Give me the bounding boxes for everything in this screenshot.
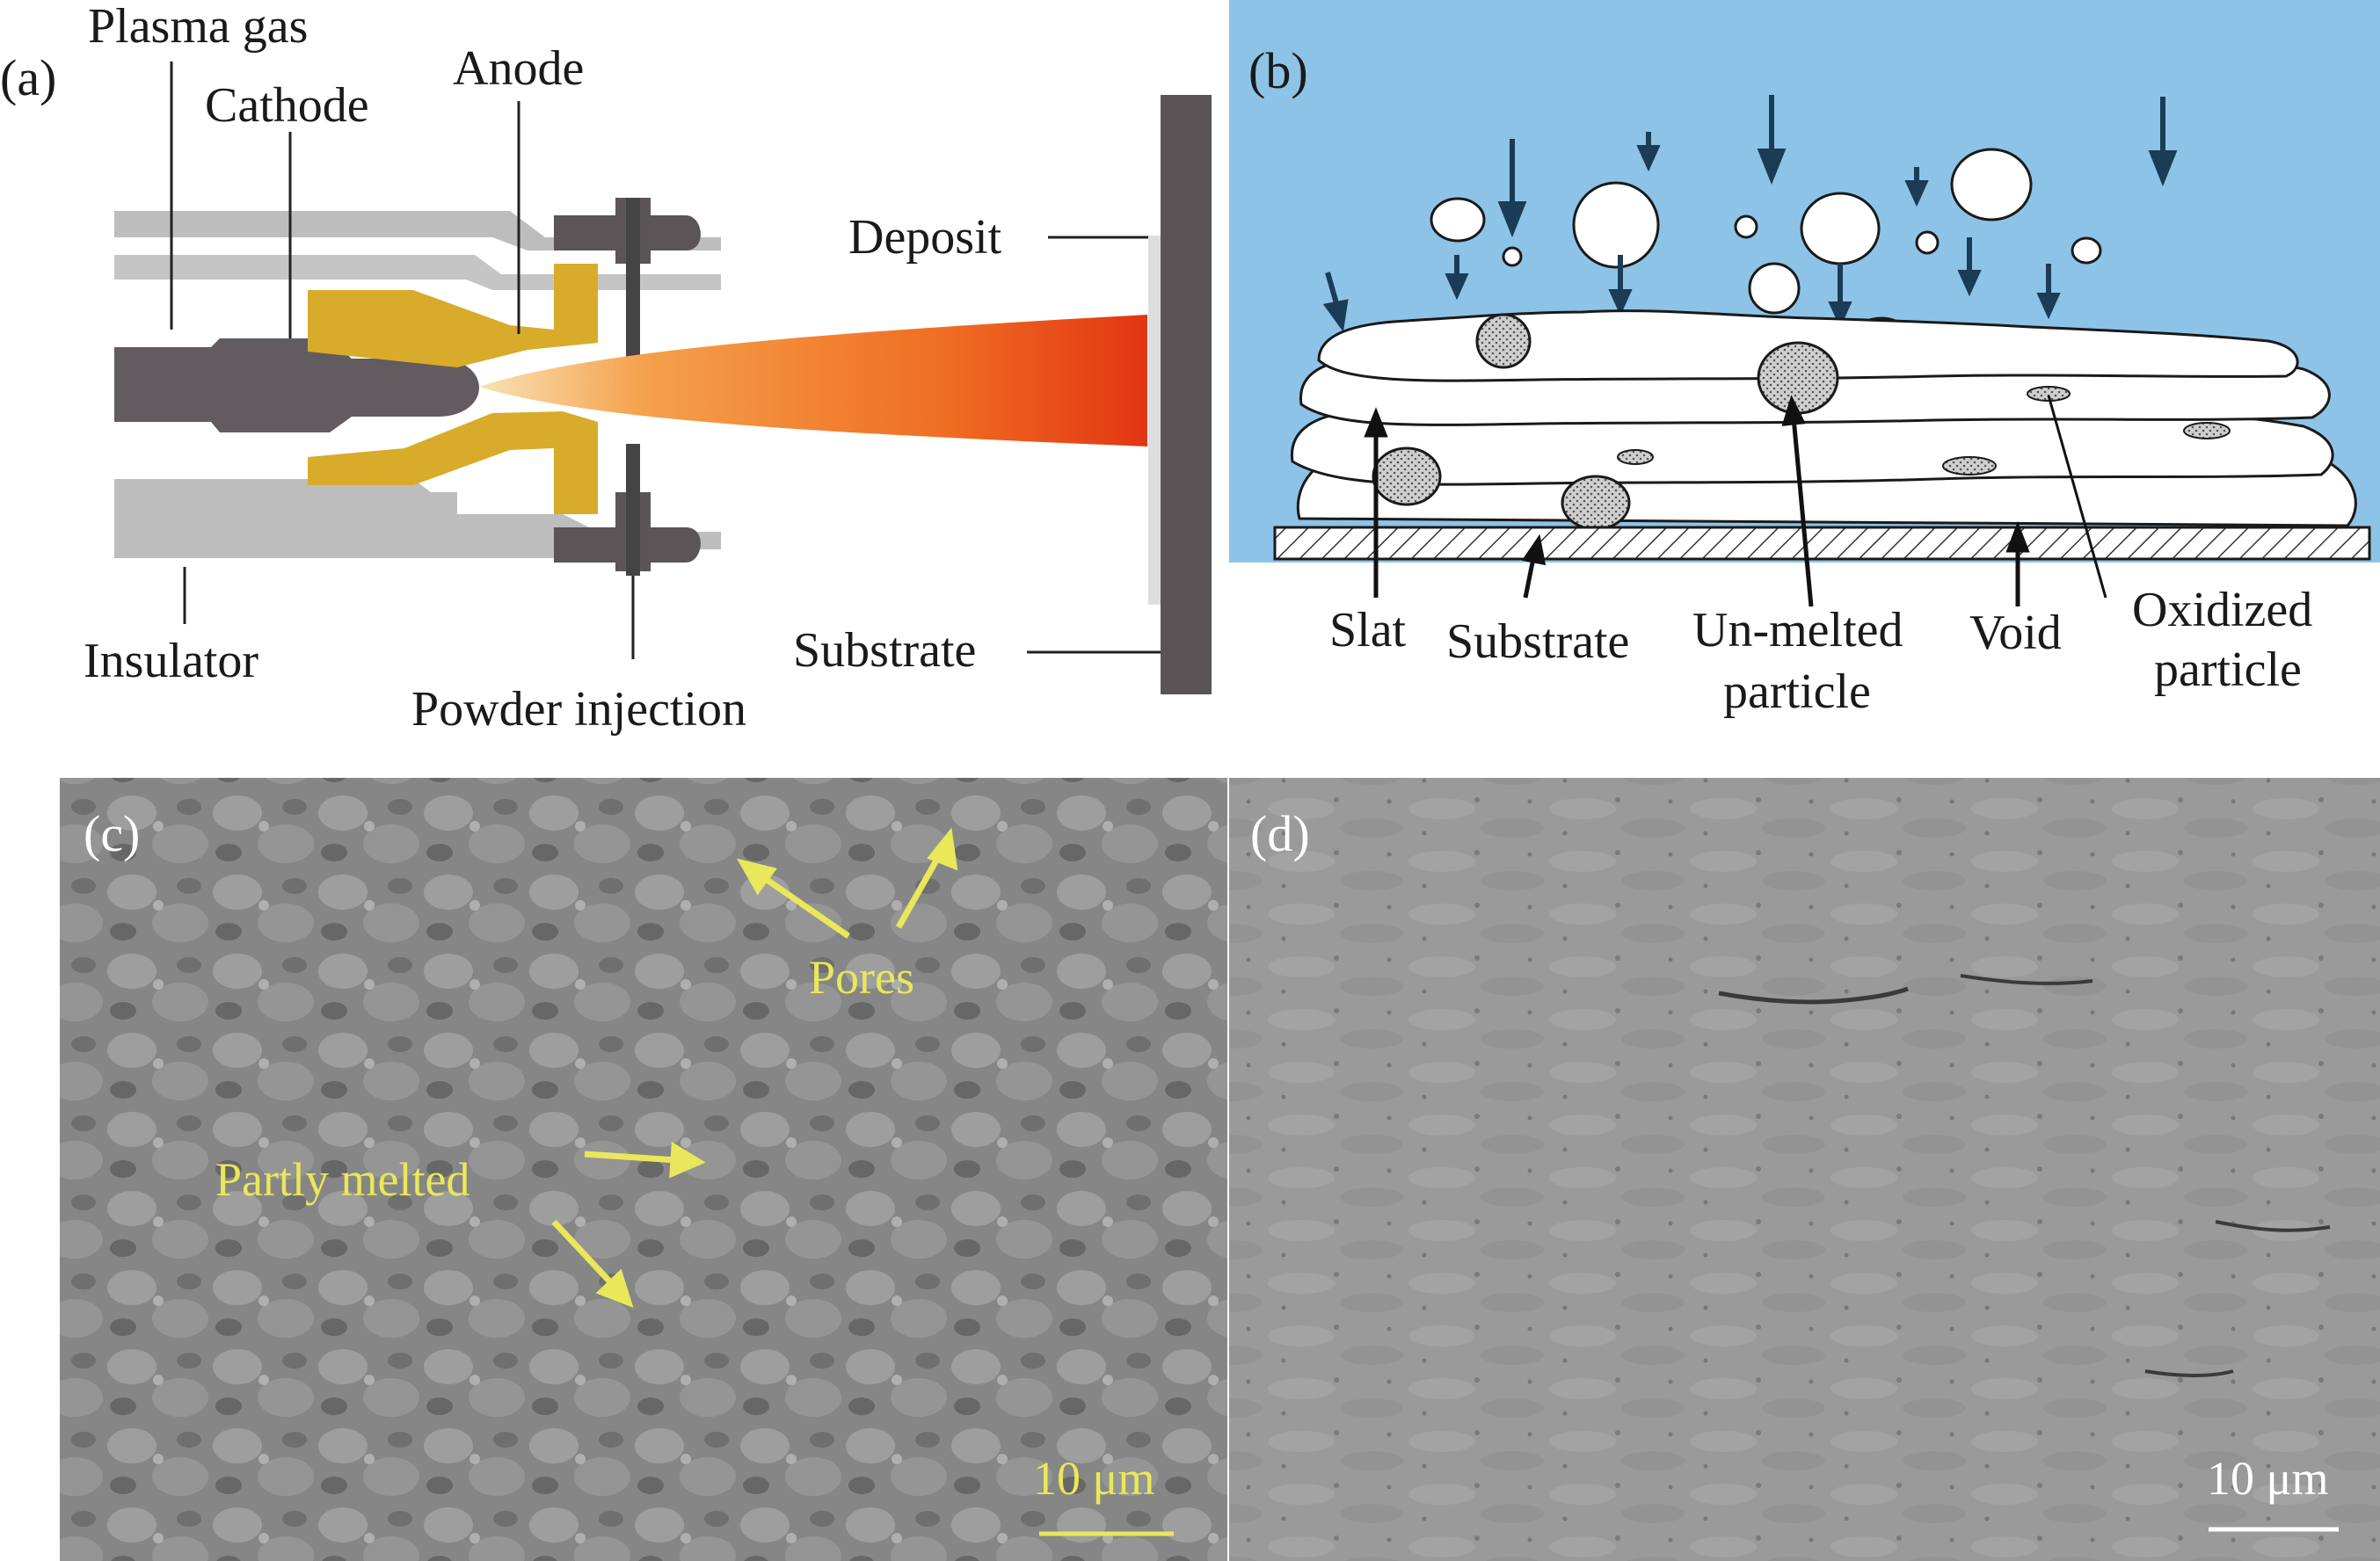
- crack-2: [1960, 974, 2093, 985]
- label-substrate-a: Substrate: [793, 623, 976, 678]
- oxidized-particles: [1617, 386, 2231, 476]
- label-oxidized-1: Oxidized: [2132, 583, 2312, 637]
- crack-1: [1718, 986, 1909, 1005]
- panel-b-tag: (b): [1248, 42, 1308, 99]
- panel-d-tag: (d): [1250, 805, 1310, 862]
- label-cathode: Cathode: [205, 78, 369, 133]
- powder-injector-lower: [626, 444, 640, 576]
- crack-4: [2144, 1369, 2234, 1377]
- sem-image-c-shade: [60, 778, 1227, 1561]
- cathode: [114, 338, 479, 432]
- scale-label-d: 10 μm: [2207, 1452, 2328, 1505]
- splat-layers: [1290, 309, 2357, 527]
- sem-image-d: [1229, 778, 2380, 1561]
- panel-d: (d) 10 μm: [1229, 778, 2380, 1561]
- plasma-flame: [479, 315, 1147, 447]
- leader-oxidized: [2047, 395, 2107, 599]
- label-partly-melted: Partly melted: [215, 1153, 469, 1206]
- panel-c-tag: (c): [84, 805, 140, 862]
- powder-injector-upper: [626, 198, 640, 374]
- label-pores: Pores: [809, 951, 914, 1004]
- label-insulator: Insulator: [84, 634, 258, 688]
- substrate-plate: [1161, 95, 1212, 694]
- impact-arrows: [1322, 95, 2178, 332]
- label-plasma-gas: Plasma gas: [88, 0, 308, 54]
- label-anode: Anode: [453, 41, 584, 96]
- unmelted-particles: [1372, 313, 1839, 531]
- c-arrows: [551, 827, 958, 1308]
- scale-label-c: 10 μm: [1033, 1452, 1154, 1505]
- label-void: Void: [1969, 606, 2062, 660]
- anode-upper: [308, 264, 598, 367]
- panel-c: (c) Pores Partly melted 10 μm: [60, 778, 1227, 1561]
- deposit-layer: [1148, 236, 1161, 605]
- label-deposit: Deposit: [848, 210, 1002, 265]
- label-oxidized-2: particle: [2154, 643, 2302, 697]
- b-leaders: [1364, 395, 2030, 607]
- substrate-strip: [1273, 526, 2371, 561]
- sem-image-c: [60, 778, 1227, 1561]
- panel-a: (a) Plasma gas Cathode Anode D: [0, 0, 1212, 737]
- panel-b: (b): [1229, 0, 2380, 719]
- crack-3: [2215, 1220, 2331, 1232]
- label-slat: Slat: [1329, 603, 1407, 657]
- label-substrate-b: Substrate: [1446, 614, 1629, 669]
- panel-a-tag: (a): [0, 49, 56, 106]
- label-powder-injection: Powder injection: [411, 682, 746, 737]
- label-unmelted-2: particle: [1723, 664, 1871, 719]
- label-unmelted-1: Un-melted: [1692, 603, 1903, 657]
- anode-lower: [308, 411, 598, 514]
